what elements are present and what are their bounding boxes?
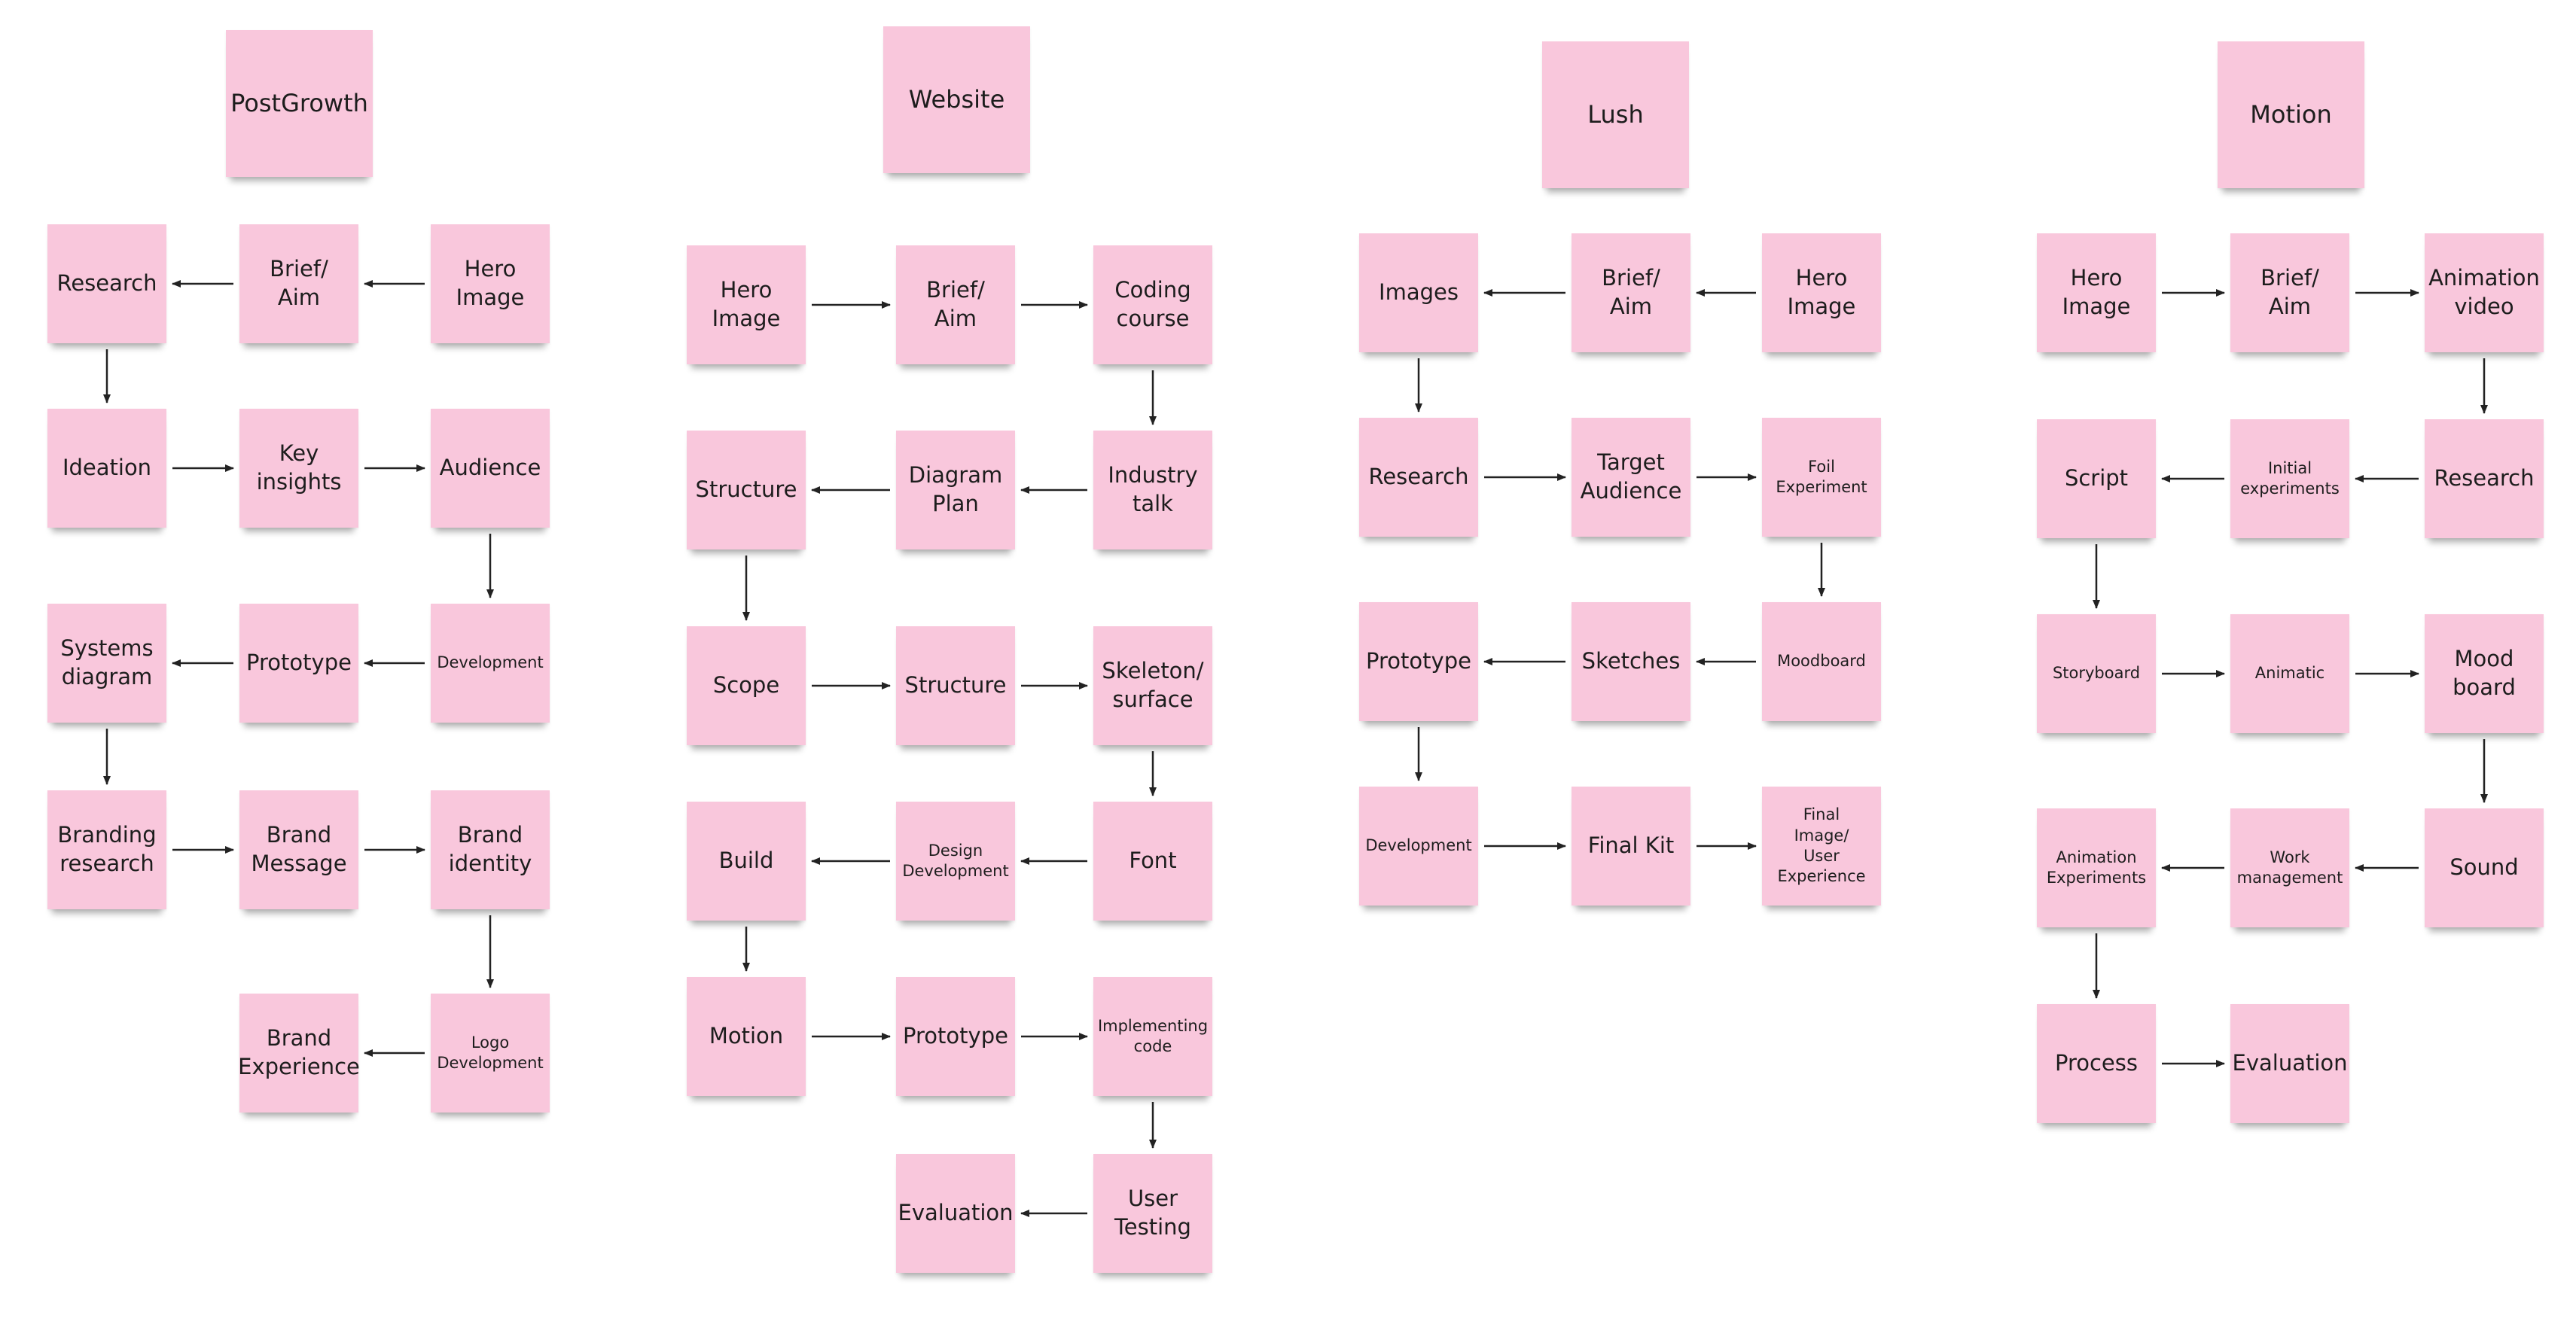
sticky-note-pg-prototype[interactable]: Prototype xyxy=(239,604,358,723)
sticky-note-web-brief[interactable]: Brief/ Aim xyxy=(896,245,1015,364)
sticky-note-lush-final-image[interactable]: Final Image/ User Experience xyxy=(1762,787,1881,906)
sticky-note-lush-research[interactable]: Research xyxy=(1359,418,1478,537)
sticky-note-mo-animatic[interactable]: Animatic xyxy=(2230,614,2349,733)
sticky-note-mo-animation-exp[interactable]: Animation Experiments xyxy=(2037,808,2156,927)
sticky-note-pg-brand-experience[interactable]: Brand Experience xyxy=(238,994,360,1113)
sticky-note-lush-prototype[interactable]: Prototype xyxy=(1359,602,1478,721)
sticky-note-pg-branding-research[interactable]: Branding research xyxy=(47,790,166,909)
sticky-note-web-title[interactable]: Website xyxy=(883,26,1030,173)
sticky-note-web-industry[interactable]: Industry talk xyxy=(1093,431,1212,549)
sticky-note-pg-brand-identity[interactable]: Brand identity xyxy=(431,790,550,909)
sticky-note-pg-audience[interactable]: Audience xyxy=(431,409,550,528)
sticky-note-web-font[interactable]: Font xyxy=(1093,802,1212,921)
sticky-note-lush-development[interactable]: Development xyxy=(1359,787,1478,906)
sticky-note-mo-brief[interactable]: Brief/ Aim xyxy=(2230,233,2349,352)
sticky-note-lush-sketches[interactable]: Sketches xyxy=(1572,602,1690,721)
sticky-note-lush-hero[interactable]: Hero Image xyxy=(1762,233,1881,352)
sticky-note-lush-brief[interactable]: Brief/ Aim xyxy=(1572,233,1690,352)
sticky-note-web-skeleton[interactable]: Skeleton/ surface xyxy=(1093,626,1212,745)
sticky-note-mo-script[interactable]: Script xyxy=(2037,419,2156,538)
sticky-note-mo-work[interactable]: Work management xyxy=(2230,808,2349,927)
sticky-note-mo-title[interactable]: Motion xyxy=(2218,41,2364,188)
sticky-note-web-design[interactable]: Design Development xyxy=(896,802,1015,921)
sticky-note-pg-brand-message[interactable]: Brand Message xyxy=(239,790,358,909)
sticky-note-mo-initial[interactable]: Initial experiments xyxy=(2230,419,2349,538)
sticky-note-web-scope[interactable]: Scope xyxy=(687,626,806,745)
sticky-note-web-build[interactable]: Build xyxy=(687,802,806,921)
sticky-note-web-structure2[interactable]: Structure xyxy=(896,626,1015,745)
sticky-note-pg-key[interactable]: Key insights xyxy=(239,409,358,528)
sticky-note-mo-storyboard[interactable]: Storyboard xyxy=(2037,614,2156,733)
sticky-note-mo-research[interactable]: Research xyxy=(2425,419,2544,538)
sticky-note-pg-research[interactable]: Research xyxy=(47,224,166,343)
sticky-note-pg-ideation[interactable]: Ideation xyxy=(47,409,166,528)
sticky-note-lush-images[interactable]: Images xyxy=(1359,233,1478,352)
sticky-note-pg-development[interactable]: Development xyxy=(431,604,550,723)
sticky-note-lush-final-kit[interactable]: Final Kit xyxy=(1572,787,1690,906)
sticky-note-pg-title[interactable]: PostGrowth xyxy=(226,30,373,177)
sticky-note-mo-hero[interactable]: Hero Image xyxy=(2037,233,2156,352)
sticky-note-web-implementing[interactable]: Implementing code xyxy=(1093,977,1212,1096)
sticky-note-lush-foil[interactable]: Foil Experiment xyxy=(1762,418,1881,537)
sticky-note-mo-evaluation[interactable]: Evaluation xyxy=(2230,1004,2349,1123)
sticky-note-mo-sound[interactable]: Sound xyxy=(2425,808,2544,927)
sticky-note-web-diagram[interactable]: Diagram Plan xyxy=(896,431,1015,549)
sticky-note-web-user-testing[interactable]: User Testing xyxy=(1093,1154,1212,1273)
sticky-note-lush-title[interactable]: Lush xyxy=(1542,41,1689,188)
sticky-note-mo-process[interactable]: Process xyxy=(2037,1004,2156,1123)
sticky-note-web-coding[interactable]: Coding course xyxy=(1093,245,1212,364)
sticky-note-web-evaluation[interactable]: Evaluation xyxy=(896,1154,1015,1273)
sticky-note-mo-mood-board[interactable]: Mood board xyxy=(2425,614,2544,733)
sticky-note-lush-moodboard[interactable]: Moodboard xyxy=(1762,602,1881,721)
sticky-note-mo-animation-video[interactable]: Animation video xyxy=(2425,233,2544,352)
sticky-note-web-prototype[interactable]: Prototype xyxy=(896,977,1015,1096)
sticky-note-pg-systems[interactable]: Systems diagram xyxy=(47,604,166,723)
sticky-note-pg-hero[interactable]: Hero Image xyxy=(431,224,550,343)
sticky-note-lush-target[interactable]: Target Audience xyxy=(1572,418,1690,537)
sticky-note-web-hero[interactable]: Hero Image xyxy=(687,245,806,364)
sticky-note-web-motion[interactable]: Motion xyxy=(687,977,806,1096)
sticky-note-pg-brief[interactable]: Brief/ Aim xyxy=(239,224,358,343)
sticky-note-pg-logo[interactable]: Logo Development xyxy=(431,994,550,1113)
sticky-note-web-structure1[interactable]: Structure xyxy=(687,431,806,549)
